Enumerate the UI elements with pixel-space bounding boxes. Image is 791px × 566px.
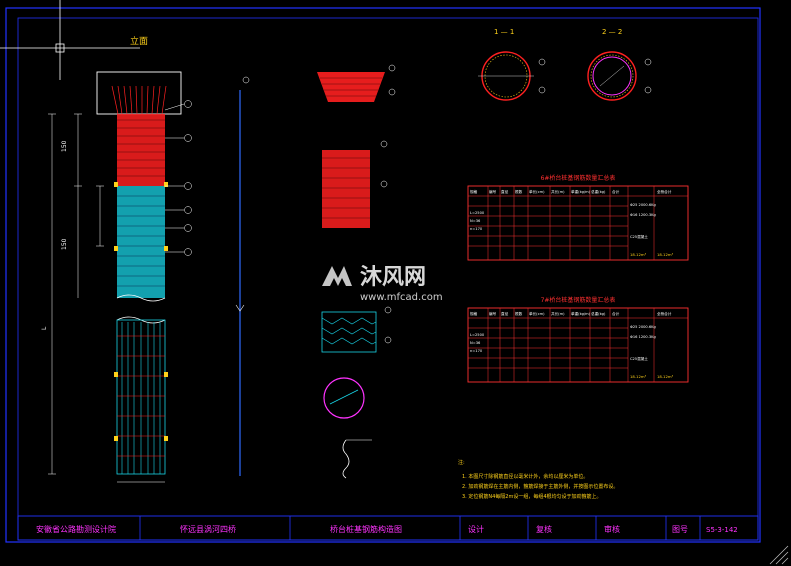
tb-review-label: 复核 <box>536 524 552 534</box>
elevation-label: 立面 <box>130 35 148 47</box>
t2-h9: 全桥合计 <box>657 311 672 316</box>
tb-approve-label: 审核 <box>604 524 620 534</box>
t2-h3: 根数 <box>515 311 523 316</box>
notes-block: 注: 1. 本图尺寸除钢筋直径以毫米计外，余均以厘米为单位。 2. 加劲钢筋焊在… <box>458 459 618 500</box>
drawing-frame-outer <box>5 7 761 543</box>
table-6-rebar-summary: 6#桥台桩基钢筋数量汇总表 规格 编号 直径 根数 单长(cm) 共长(m) 单… <box>467 174 689 261</box>
table-7-rebar-summary: 7#桥台桩基钢筋数量汇总表 规格 编号 直径 根数 单长(cm) 共长(m) 单… <box>467 296 689 383</box>
t1-h3: 根数 <box>515 189 523 194</box>
t1-h5: 共长(m) <box>551 189 565 194</box>
crosshair-cursor-icon <box>0 0 140 80</box>
t1-h8: 合计 <box>612 189 620 194</box>
tb-company: 安徽省公路勘测设计院 <box>36 524 116 534</box>
section-1-1: 1 — 1 <box>478 28 546 101</box>
t2-h6: 单重(kg/m) <box>571 311 591 316</box>
t2-sum-1: Φ16 1200.3Kg <box>630 335 656 339</box>
dim-label-1: 150 <box>61 140 68 152</box>
tb-design-label: 设计 <box>468 524 484 534</box>
section-2-label: 2 — 2 <box>602 28 622 36</box>
t2-sum-2: C25混凝土 <box>630 356 648 361</box>
t2-side-0: L=2500 <box>470 333 485 337</box>
watermark-url: www.mfcad.com <box>360 292 443 303</box>
t2-h5: 共长(m) <box>551 311 565 316</box>
rebar-detail-cage-red <box>322 140 388 228</box>
t1-side-0: L=2500 <box>470 211 485 215</box>
t1-h9: 全桥合计 <box>657 189 672 194</box>
t1-sum-3: 18.12m³ <box>630 252 647 257</box>
t1-side-2: n=170 <box>470 227 483 231</box>
t1-h6: 单重(kg/m) <box>571 189 591 194</box>
notes-line-1: 1. 本图尺寸除钢筋直径以毫米计外，余均以厘米为单位。 <box>462 473 588 480</box>
t1-sum-1: Φ16 1200.3Kg <box>630 213 656 217</box>
t2-sum-4: 18.12m³ <box>657 374 674 379</box>
t1-h2: 直径 <box>501 189 509 194</box>
table2-title: 7#桥台桩基钢筋数量汇总表 <box>541 296 616 304</box>
t2-h2: 直径 <box>501 311 509 316</box>
t1-sum-4: 18.12m³ <box>657 252 674 257</box>
notes-line-2: 2. 加劲钢筋焊在主筋内侧，箍筋焊接于主筋外侧，并按图示位置布设。 <box>462 483 618 490</box>
watermark: 沐风网 www.mfcad.com <box>318 258 488 306</box>
tb-sheet-no: S5-3-142 <box>706 526 738 534</box>
rebar-detail-cage-cyan <box>321 306 392 353</box>
t2-h4: 单长(cm) <box>529 311 545 316</box>
tb-drawing-title: 桥台桩基钢筋构造图 <box>330 524 402 534</box>
section-1-label: 1 — 1 <box>494 28 514 36</box>
t1-sum-0: Φ25 2000.6Kg <box>630 203 656 207</box>
notes-line-3: 3. 定位钢筋N4每隔2m设一组，每组4根均匀设于加劲箍筋上。 <box>462 493 602 500</box>
t1-sum-2: C25混凝土 <box>630 234 648 239</box>
pile-elevation: 150 150 L <box>41 71 192 483</box>
notes-heading: 注: <box>458 459 465 466</box>
table1-title: 6#桥台桩基钢筋数量汇总表 <box>541 174 616 182</box>
rebar-detail-top <box>317 64 396 102</box>
rebar-detail-hook <box>342 439 372 479</box>
watermark-logo-icon <box>322 266 352 286</box>
t2-h7: 总重(kg) <box>591 311 606 316</box>
t1-h0: 规格 <box>470 189 478 194</box>
t1-h4: 单长(cm) <box>529 189 545 194</box>
t2-sum-0: Φ25 2000.6Kg <box>630 325 656 329</box>
tb-project: 怀远县涡河四桥 <box>180 524 236 534</box>
watermark-brand: 沐风网 <box>360 265 426 290</box>
rebar-detail-ring <box>323 377 365 419</box>
t2-h0: 规格 <box>470 311 478 316</box>
single-bar-elevation <box>235 76 250 476</box>
t2-side-1: N=36 <box>470 341 481 345</box>
dim-label-2: 150 <box>61 238 68 250</box>
t1-h7: 总重(kg) <box>591 189 606 194</box>
t2-h1: 编号 <box>489 311 497 316</box>
tb-sheet-label: 图号 <box>672 525 688 534</box>
t2-side-2: n=170 <box>470 349 483 353</box>
t1-h1: 编号 <box>489 189 497 194</box>
t1-side-1: N=36 <box>470 219 481 223</box>
title-block: 安徽省公路勘测设计院 怀远县涡河四桥 桥台桩基钢筋构造图 设计 复核 审核 图号… <box>17 515 759 541</box>
resize-grip-icon[interactable] <box>769 545 789 565</box>
t2-h8: 合计 <box>612 311 620 316</box>
section-2-2: 2 — 2 <box>587 28 652 101</box>
t2-sum-3: 18.12m³ <box>630 374 647 379</box>
dim-label-length: L <box>41 326 48 330</box>
